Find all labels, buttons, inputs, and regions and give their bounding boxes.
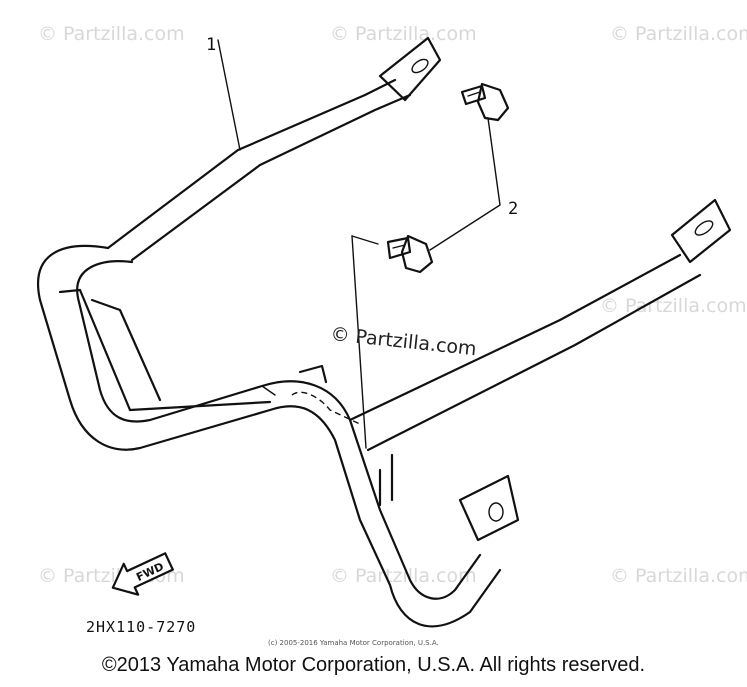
callout-2-leader: [429, 117, 501, 251]
callout-1-leader: [217, 39, 241, 151]
watermark-top-center: © Partzilla.com: [330, 23, 477, 45]
callout-1: 1: [206, 35, 216, 55]
footer-copyright: ©2013 Yamaha Motor Corporation, U.S.A. A…: [101, 654, 646, 676]
watermark-bottom-right: © Partzilla.com: [610, 565, 747, 587]
callout-2: 2: [508, 199, 518, 219]
watermark-mid-right: © Partzilla.com: [600, 295, 747, 317]
watermark-top-left: © Partzilla.com: [38, 23, 185, 45]
front-guard-frame: [37, 36, 732, 628]
watermark-bottom-center: © Partzilla.com: [330, 565, 477, 587]
alignment-line: [351, 235, 367, 449]
bolt-lower: [386, 234, 434, 274]
watermark-top-right: © Partzilla.com: [610, 23, 747, 45]
part-number: 2HX110-7270: [86, 618, 196, 636]
small-copyright: (c) 2005-2016 Yamaha Motor Corporation, …: [268, 639, 439, 647]
center-watermark: © Partzilla.com: [329, 323, 477, 360]
bolt-upper: [460, 82, 510, 122]
